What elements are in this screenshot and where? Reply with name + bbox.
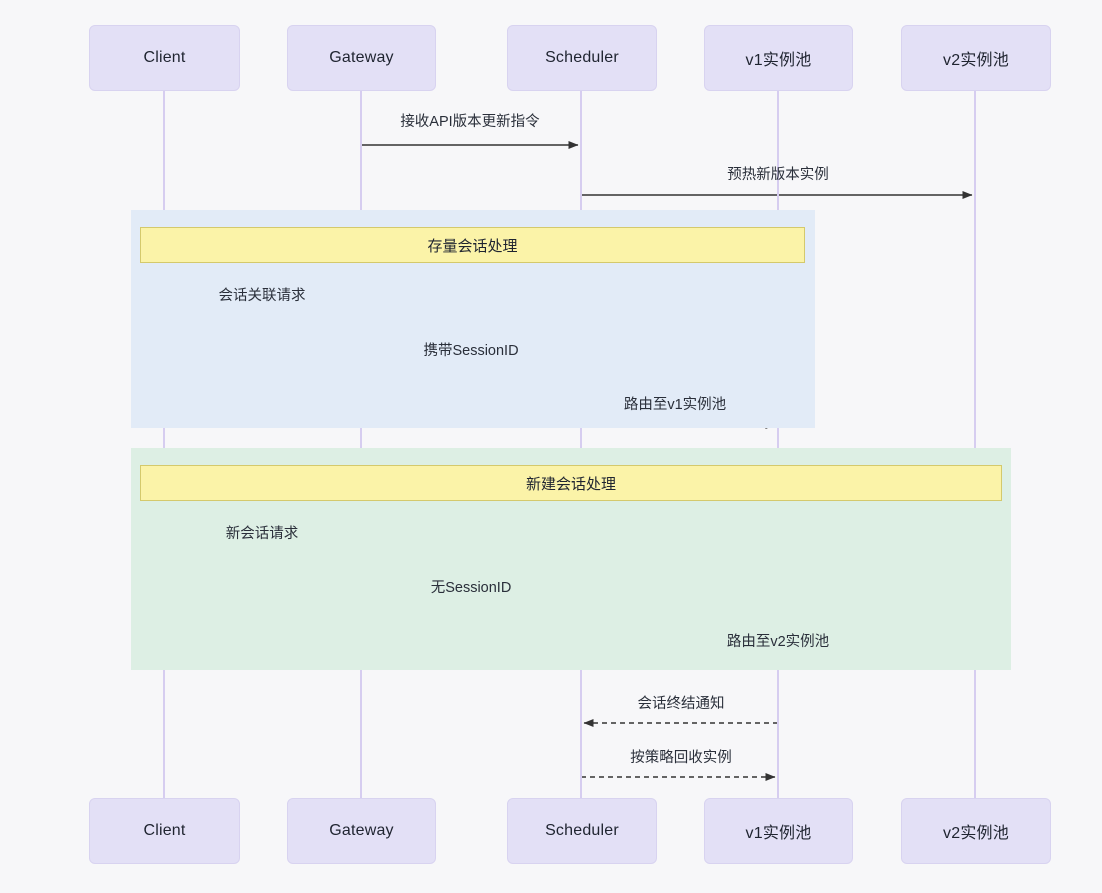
participant-top-client[interactable]: Client: [89, 25, 240, 91]
message-label-m1: 接收API版本更新指令: [400, 114, 540, 130]
message-label-m10: 按策略回收实例: [630, 750, 732, 766]
lifeline-client: [163, 91, 165, 798]
message-label-m5: 路由至v1实例池: [623, 397, 727, 413]
message-label-m4: 携带SessionID: [423, 343, 519, 359]
participant-bottom-client[interactable]: Client: [89, 798, 240, 864]
participant-top-v1pool[interactable]: v1实例池: [704, 25, 853, 91]
lifeline-gateway: [360, 91, 362, 798]
message-label-m9: 会话终结通知: [637, 696, 725, 712]
fragment-label-new-session: 新建会话处理: [140, 465, 1002, 501]
message-label-m3: 会话关联请求: [218, 288, 306, 304]
participant-bottom-v2pool[interactable]: v2实例池: [901, 798, 1051, 864]
participant-top-gateway[interactable]: Gateway: [287, 25, 436, 91]
participant-bottom-scheduler[interactable]: Scheduler: [507, 798, 657, 864]
message-label-m8: 路由至v2实例池: [726, 634, 830, 650]
lifeline-scheduler: [580, 91, 582, 798]
message-label-m6: 新会话请求: [225, 526, 299, 542]
participant-top-v2pool[interactable]: v2实例池: [901, 25, 1051, 91]
participant-top-scheduler[interactable]: Scheduler: [507, 25, 657, 91]
message-label-m7: 无SessionID: [430, 580, 512, 596]
participant-bottom-gateway[interactable]: Gateway: [287, 798, 436, 864]
lifeline-v1pool: [777, 91, 779, 798]
participant-bottom-v1pool[interactable]: v1实例池: [704, 798, 853, 864]
lifeline-v2pool: [974, 91, 976, 798]
fragment-label-existing-session: 存量会话处理: [140, 227, 805, 263]
message-label-m2: 预热新版本实例: [727, 167, 829, 183]
